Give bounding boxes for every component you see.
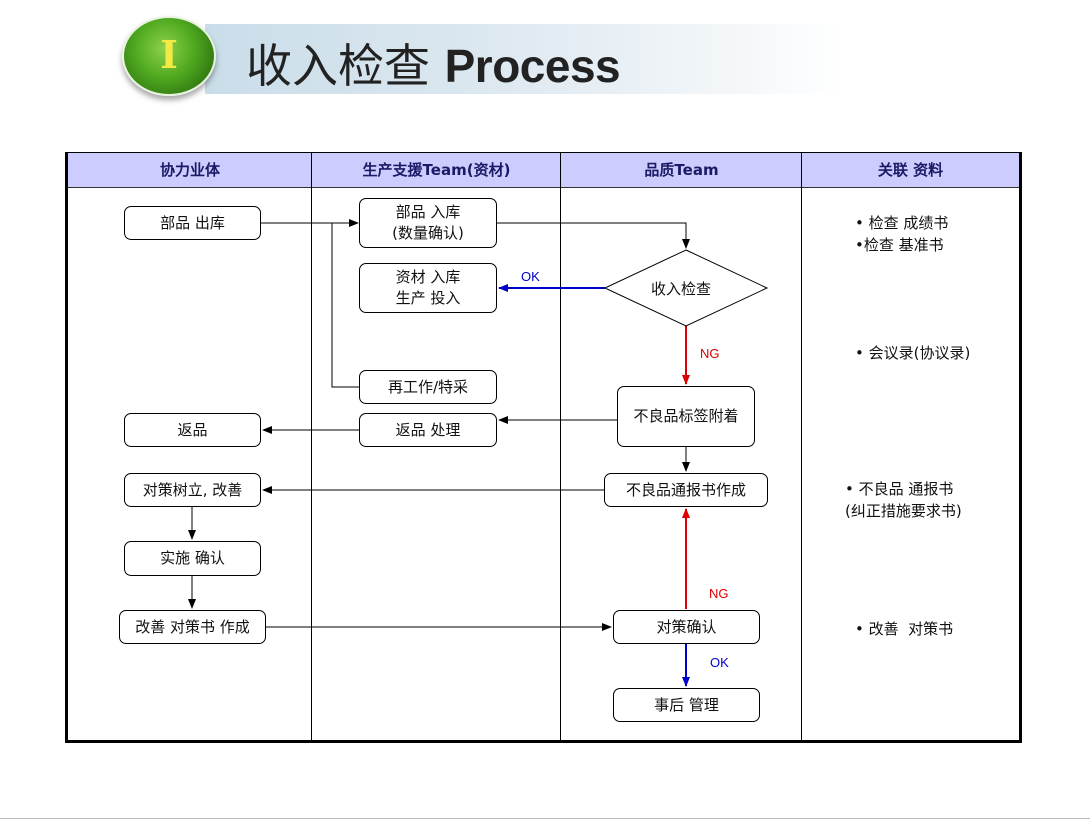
box-parts-out: 部品 出库 bbox=[124, 206, 261, 240]
box-return: 返品 bbox=[124, 413, 261, 447]
label-ok: OK bbox=[521, 269, 540, 284]
doc-inspection-standard: •检查 基准书 bbox=[855, 236, 944, 254]
box-parts-in: 部品 入库 (数量确认) bbox=[359, 198, 497, 248]
column-divider bbox=[311, 153, 312, 741]
box-followup: 事后 管理 bbox=[613, 688, 760, 722]
box-rework: 再工作/特采 bbox=[359, 370, 497, 404]
badge-letter: I bbox=[160, 32, 178, 77]
title-banner bbox=[205, 24, 845, 94]
box-defect-tag: 不良品标签附着 bbox=[617, 386, 755, 447]
label-ng: NG bbox=[709, 586, 729, 601]
label-ok: OK bbox=[710, 655, 729, 670]
box-implementation-check: 实施 确认 bbox=[124, 541, 261, 576]
column-header-partner: 协力业体 bbox=[68, 153, 312, 188]
title-chinese: 收入检查 bbox=[246, 39, 430, 93]
box-improvement-doc: 改善 对策书 作成 bbox=[119, 610, 266, 644]
doc-defect-report: • 不良品 通报书 bbox=[845, 480, 954, 498]
box-return-processing: 返品 处理 bbox=[359, 413, 497, 447]
column-header-quality: 品质Team bbox=[561, 153, 802, 188]
column-divider bbox=[801, 153, 802, 741]
doc-meeting-minutes: • 会议录(协议录) bbox=[855, 344, 971, 362]
box-material-in: 资材 入库 生产 投入 bbox=[359, 263, 497, 313]
inspection-decision-diamond bbox=[603, 249, 769, 327]
box-countermeasure-confirm: 对策确认 bbox=[613, 610, 760, 644]
box-defect-report: 不良品通报书作成 bbox=[604, 473, 768, 507]
doc-inspection-report: • 检查 成绩书 bbox=[855, 214, 949, 232]
box-countermeasure: 对策树立, 改善 bbox=[124, 473, 261, 507]
doc-improvement-plan: • 改善 对策书 bbox=[855, 620, 954, 638]
section-badge: I bbox=[122, 16, 216, 96]
diamond-label-inspection: 收入检查 bbox=[651, 280, 712, 298]
doc-corrective-action: (纠正措施要求书) bbox=[845, 502, 962, 520]
title-english: Process bbox=[444, 40, 621, 92]
label-ng: NG bbox=[700, 346, 720, 361]
column-divider bbox=[560, 153, 561, 741]
page-title: 收入检查 Process bbox=[246, 30, 621, 96]
column-header-related-docs: 关联 资料 bbox=[802, 153, 1019, 188]
column-header-production-support: 生产支援Team(资材) bbox=[312, 153, 561, 188]
footer-divider bbox=[0, 818, 1090, 819]
